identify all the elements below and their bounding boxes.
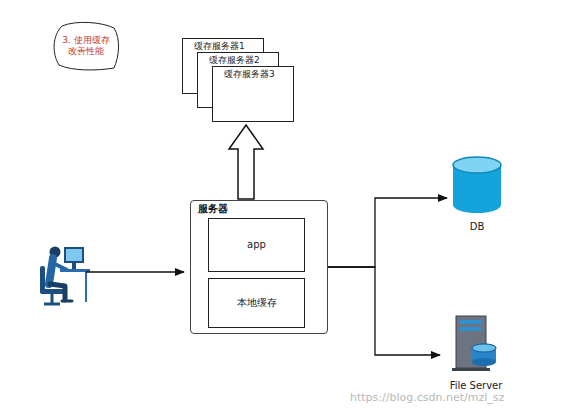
blob-node: 3. 使用缓存改善性能 — [52, 21, 120, 71]
disk — [472, 344, 496, 352]
user-icon — [40, 247, 90, 305]
disk-top — [472, 344, 496, 352]
disk — [472, 358, 496, 366]
watermark: https://blog.csdn.net/mzl_sz — [350, 391, 504, 404]
node-text: DB — [470, 221, 485, 234]
process-box: app — [208, 218, 305, 272]
server-bay — [460, 320, 482, 324]
node-text: 本地缓存 — [237, 297, 277, 310]
flow-arrow — [328, 267, 440, 355]
request-arrow — [86, 271, 184, 272]
process-box: 缓存服务器3 — [212, 66, 294, 122]
node-text: 缓存服务器2 — [209, 55, 260, 66]
block-arrow — [229, 125, 263, 199]
db-top — [453, 157, 501, 173]
node-text: 3. 使用缓存改善性能 — [59, 35, 113, 58]
flow-arrow — [328, 198, 447, 267]
server-base — [452, 368, 490, 371]
process-box: 本地缓存 — [208, 278, 305, 328]
fileserver-node: File Server — [440, 312, 512, 392]
panel-node: 服务器 app 本地缓存 — [190, 200, 328, 334]
note-blob — [54, 22, 118, 70]
node-text: 缓存服务器3 — [224, 69, 275, 80]
node-text: File Server — [450, 380, 503, 393]
node-text: 服务器 — [198, 203, 228, 216]
cyl-node: DB — [447, 155, 507, 233]
server-bay — [460, 327, 482, 331]
node-text: 缓存服务器1 — [194, 41, 245, 52]
node-text: app — [247, 239, 266, 252]
